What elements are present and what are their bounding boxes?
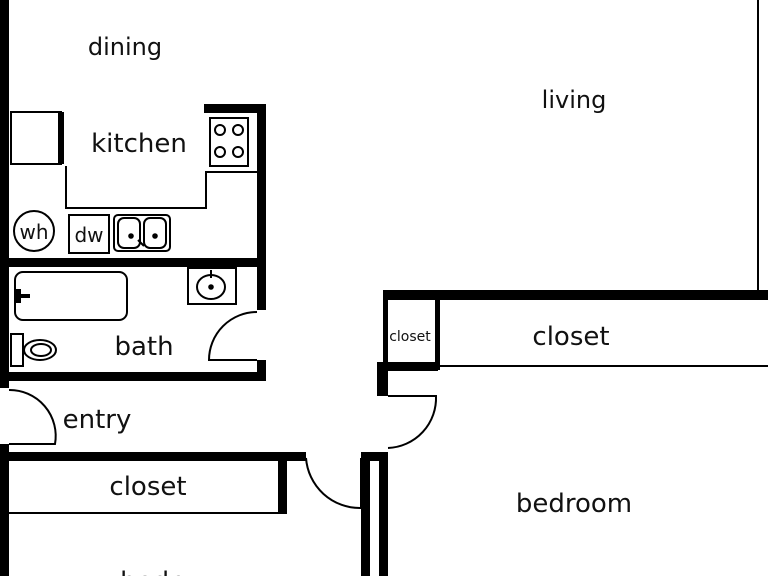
bathtub-icon [14, 271, 128, 321]
room-label-closet-small: closet [389, 329, 431, 345]
wall-closet-left-end [278, 452, 287, 514]
water-heater-label: wh [19, 220, 48, 244]
wall-bedroom-jamb [361, 452, 388, 461]
wall-closet-right-left [383, 290, 388, 366]
wall-closet-right-corner [377, 362, 388, 396]
room-label-bath: bath [114, 332, 173, 362]
room-label-closet-left: closet [109, 472, 186, 502]
dishwasher-icon: dw [68, 214, 110, 254]
wall-kitchen-top-stub [204, 104, 266, 113]
wall-bedroom-lower-left [361, 452, 370, 576]
sink-icon [113, 214, 171, 252]
door-swing-icon [305, 457, 362, 510]
wall-closet-right-top [383, 290, 768, 300]
wall-kitchen-right [257, 104, 266, 310]
wall-closet-left-top [9, 452, 306, 461]
stove-icon [209, 117, 249, 167]
wall-bath-door-jamb [257, 360, 266, 381]
wall-bedroom-vertical [379, 452, 388, 576]
wall-closet-small-divider [435, 300, 440, 370]
door-swing-icon [387, 395, 438, 449]
room-label-bedroom: bedroom [516, 489, 632, 519]
wall-left-upper [0, 0, 9, 388]
thin-lines [9, 0, 768, 514]
room-label-entry: entry [63, 405, 132, 435]
room-label-bedroom-partial: bedr [120, 567, 180, 576]
room-label-kitchen: kitchen [91, 129, 187, 159]
door-swing-icon [8, 388, 57, 445]
wall-closet-right-bottom [377, 362, 438, 371]
wall-bath-bottom [9, 372, 266, 381]
room-label-living: living [542, 86, 607, 114]
kitchen-counter [65, 166, 257, 209]
door-swing-icon [207, 311, 258, 361]
room-label-dining: dining [88, 33, 162, 61]
doors [8, 311, 438, 510]
wall-kitchen-bath [9, 258, 266, 267]
lavatory-icon [187, 267, 237, 305]
water-heater-icon: wh [13, 210, 55, 252]
wall-left-lower [0, 444, 9, 576]
toilet-icon [10, 333, 57, 367]
fridge-icon [10, 111, 64, 165]
room-labels: dining living kitchen bath entry closet … [63, 33, 633, 576]
room-label-closet-right: closet [532, 322, 609, 352]
dishwasher-label: dw [74, 223, 103, 247]
